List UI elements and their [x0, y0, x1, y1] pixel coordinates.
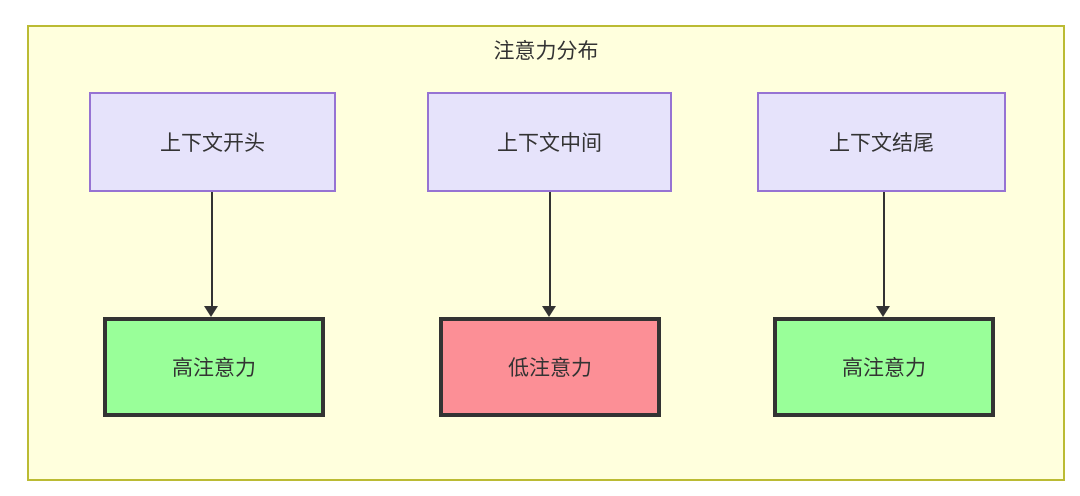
node-high-attention-left[interactable]: 高注意力	[103, 317, 325, 417]
node-context-start[interactable]: 上下文开头	[89, 92, 336, 192]
edge-context-middle-to-low-attention-middle	[549, 192, 551, 308]
node-high-attention-right[interactable]: 高注意力	[773, 317, 995, 417]
node-context-middle-label: 上下文中间	[497, 132, 602, 155]
diagram-title: 注意力分布	[493, 40, 599, 63]
arrowhead-down-icon-3	[876, 306, 890, 317]
node-context-end[interactable]: 上下文结尾	[757, 92, 1006, 192]
node-high-attention-left-label: 高注意力	[172, 357, 256, 380]
edge-context-end-to-high-attention-right	[883, 192, 885, 308]
arrowhead-down-icon-2	[542, 306, 556, 317]
node-context-start-label: 上下文开头	[160, 132, 265, 155]
node-low-attention-middle-label: 低注意力	[508, 357, 592, 380]
edge-context-start-to-high-attention-left	[211, 192, 213, 308]
node-low-attention-middle[interactable]: 低注意力	[439, 317, 661, 417]
node-high-attention-right-label: 高注意力	[842, 357, 926, 380]
node-context-middle[interactable]: 上下文中间	[427, 92, 672, 192]
arrowhead-down-icon-1	[204, 306, 218, 317]
node-context-end-label: 上下文结尾	[829, 132, 934, 155]
